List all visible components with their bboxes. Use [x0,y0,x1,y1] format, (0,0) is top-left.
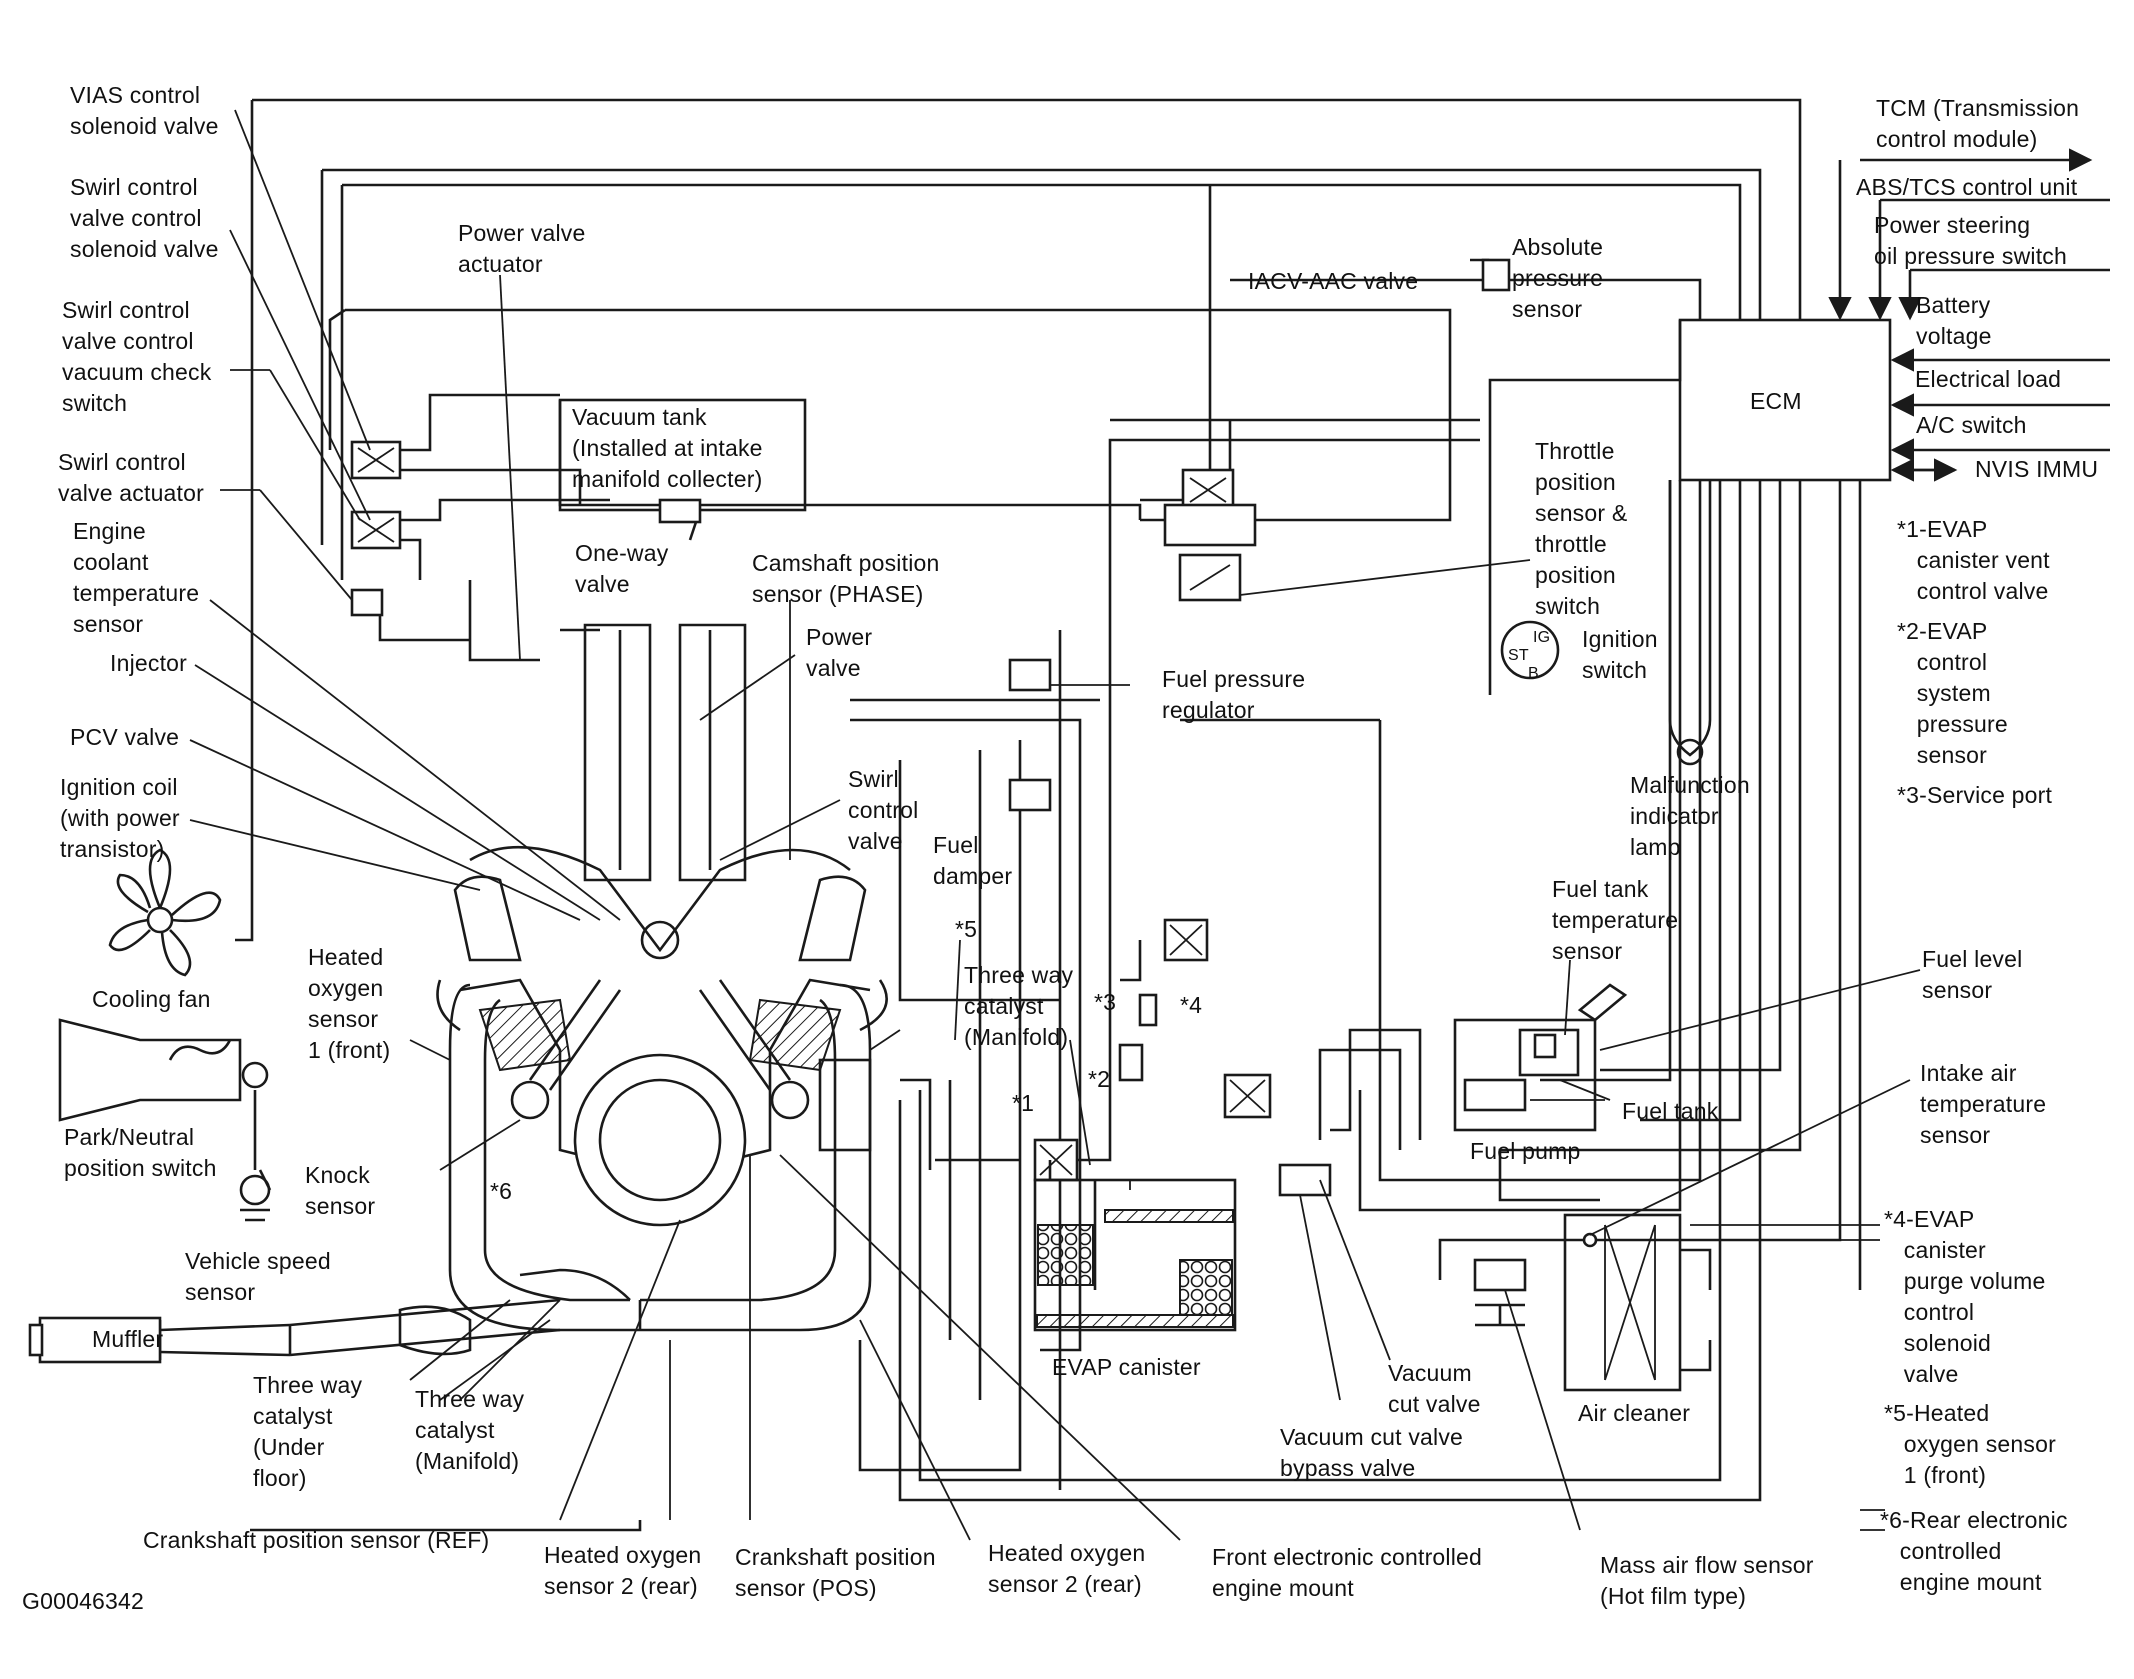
label-knock: Knock sensor [305,1162,376,1219]
label-crank-ref: Crankshaft position sensor (REF) [143,1527,490,1553]
label-air-cleaner: Air cleaner [1578,1400,1691,1426]
label-ac-switch: A/C switch [1916,412,2027,438]
legend-star4: *4-EVAP canister purge volume control so… [1884,1206,2046,1387]
label-muffler: Muffler [92,1326,164,1352]
marker-star2: *2 [1088,1066,1111,1092]
mil-symbol [1668,480,1712,766]
legend-star3: *3-Service port [1897,782,2053,808]
label-fuel-tank-temp: Fuel tank temperature sensor [1552,876,1679,964]
legend-star2: *2-EVAP control system pressure sensor [1897,618,2008,768]
label-camshaft: Camshaft position sensor (PHASE) [752,550,940,607]
engine-block [436,623,888,1227]
wiring-harness [235,98,1862,1532]
label-swirl-actuator: Swirl control valve actuator [58,449,204,506]
label-injector: Injector [110,650,188,676]
ign-b-text: B [1528,665,1539,682]
label-front-mount: Front electronic controlled engine mount [1212,1544,1483,1601]
label-throttle: Throttle position sensor & throttle posi… [1535,438,1628,619]
label-swirl-valve: Swirl control valve [848,766,919,854]
legend-star1: *1-EVAP canister vent control valve [1897,516,2050,604]
legend-star5: *5-Heated oxygen sensor 1 (front) [1884,1400,2056,1488]
fuel-tank [1453,983,1628,1132]
label-vehicle-speed: Vehicle speed sensor [185,1248,331,1305]
label-fuel-pressure-reg: Fuel pressure regulator [1162,666,1306,723]
ign-st-text: ST [1508,647,1529,664]
label-ign-coil: Ignition coil (with power transistor) [60,774,180,862]
exhaust-system [28,983,872,1364]
label-vias: VIAS control solenoid valve [70,82,219,139]
label-ho2-rear-right: Heated oxygen sensor 2 (rear) [988,1540,1146,1597]
label-battery: Battery voltage [1916,292,1992,349]
label-power-steering: Power steering oil pressure switch [1874,212,2067,269]
cooling-fan-symbol [108,848,222,977]
label-swirl-check: Swirl control valve control vacuum check… [62,297,212,416]
label-vacuum-cut-bypass: Vacuum cut valve bypass valve [1280,1424,1464,1481]
label-park-neutral: Park/Neutral position switch [64,1124,217,1181]
marker-star6: *6 [490,1178,513,1204]
marker-star1: *1 [1012,1090,1035,1116]
ecm-io-arrows [1828,148,2110,482]
label-one-way: One-way valve [575,540,669,597]
label-crank-pos: Crankshaft position sensor (POS) [735,1544,936,1601]
label-fuel-damper: Fuel damper [933,832,1013,889]
ignition-switch-symbol [1500,620,1560,680]
label-pcv: PCV valve [70,724,180,750]
figure-id: G00046342 [22,1588,145,1614]
label-ignition-switch: Ignition switch [1582,626,1658,683]
label-swirl-solenoid: Swirl control valve control solenoid val… [70,174,219,262]
marker-star4: *4 [1180,992,1203,1018]
label-nvis: NVIS IMMU [1975,456,2099,482]
leader-lines [189,109,1921,1541]
label-fuel-level: Fuel level sensor [1922,946,2023,1003]
legend-star6: *6-Rear electronic controlled engine mou… [1880,1507,2068,1595]
transmission-symbol [58,1018,272,1222]
label-power-valve-actuator: Power valve actuator [458,220,586,277]
marker-star3: *3 [1094,989,1117,1015]
label-fuel-tank: Fuel tank [1622,1098,1719,1124]
label-vacuum-tank: Vacuum tank (Installed at intake manifol… [572,404,763,492]
label-intake-air-temp: Intake air temperature sensor [1920,1060,2047,1148]
label-tcm: TCM (Transmission control module) [1876,95,2080,152]
marker-star5: *5 [955,916,978,942]
label-cooling-fan: Cooling fan [92,986,211,1012]
label-iacv: IACV-AAC valve [1248,268,1419,294]
ecm-box [1678,318,1892,482]
label-twc-manifold-low: Three way catalyst (Manifold) [415,1386,525,1474]
label-maf: Mass air flow sensor (Hot film type) [1600,1552,1814,1609]
label-twc-under: Three way catalyst (Under floor) [253,1372,363,1491]
label-evap-canister: EVAP canister [1052,1354,1201,1380]
label-coolant: Engine coolant temperature sensor [73,518,200,637]
label-abs-tcs: ABS/TCS control unit [1856,174,2078,200]
label-electrical-load: Electrical load [1915,366,2062,392]
label-heated-o2-front: Heated oxygen sensor 1 (front) [308,944,391,1063]
label-power-valve: Power valve [806,624,873,681]
ign-ig-text: IG [1533,629,1551,646]
evap-canister [1033,1160,1237,1332]
label-mil: Malfunction indicator lamp [1630,772,1750,860]
solenoid-valves [350,258,1511,1197]
label-twc-manifold-right: Three way catalyst (Manifold) [964,962,1074,1050]
label-abs-pressure: Absolute pressure sensor [1512,234,1604,322]
label-ho2-rear-left: Heated oxygen sensor 2 (rear) [544,1542,702,1599]
label-ecm: ECM [1750,388,1802,414]
air-cleaner [1473,1213,1712,1392]
label-vacuum-cut: Vacuum cut valve [1388,1360,1481,1417]
label-fuel-pump: Fuel pump [1470,1138,1581,1164]
